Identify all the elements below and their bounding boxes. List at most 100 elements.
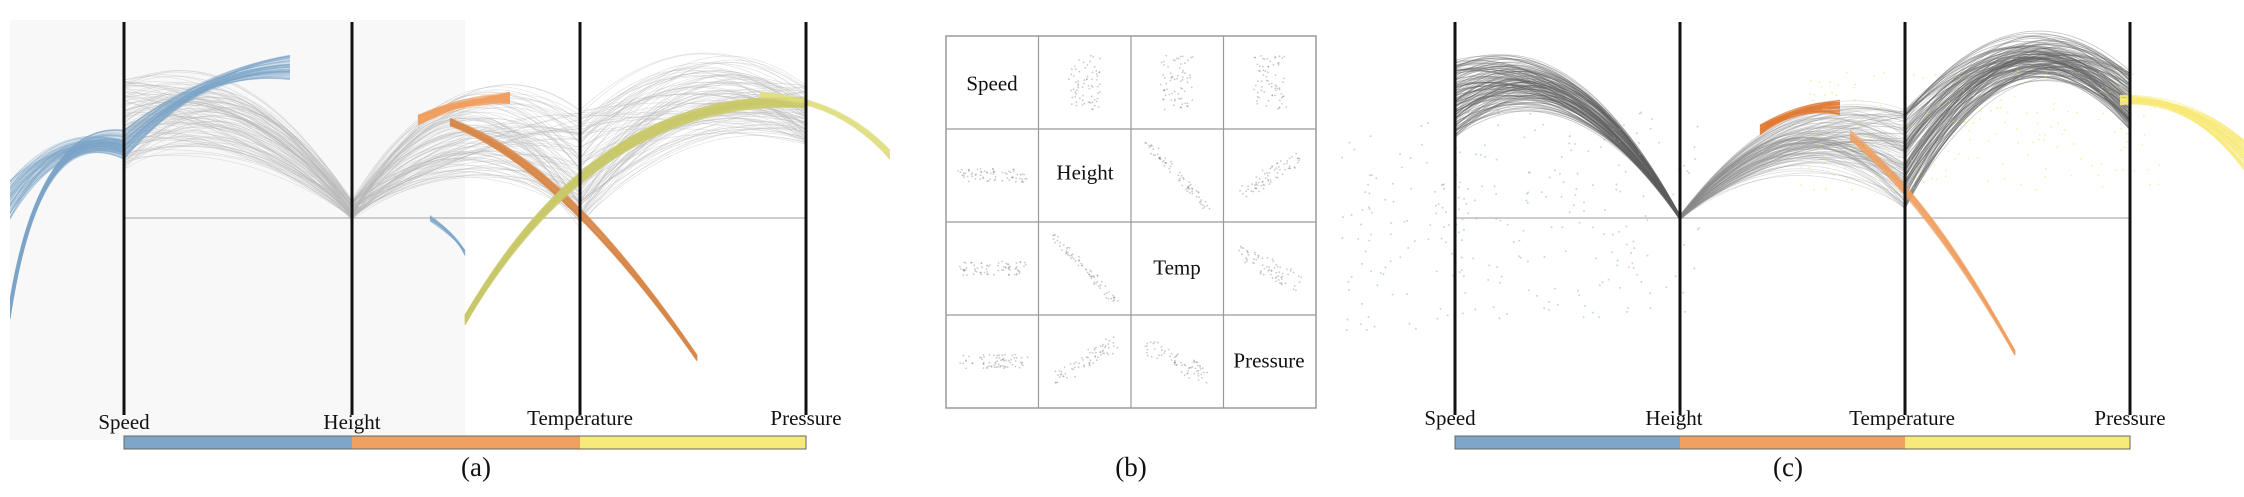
panel-c-curve-height-temp	[1679, 126, 1906, 217]
panel-c-curve-height-temp	[1679, 139, 1906, 217]
panel-c-temp-point	[1990, 110, 1992, 112]
panel-a-curve-speed-height	[123, 121, 353, 205]
panel-c-speed-point	[1542, 123, 1545, 126]
panel-c-curve-height-temp	[1679, 144, 1906, 218]
panel-b-point	[998, 363, 1000, 366]
panel-c-curve-temp-pressure	[1904, 72, 2131, 169]
panel-c-temp-point	[1897, 156, 1900, 159]
panel-a-curve-temp-pressure	[579, 114, 807, 137]
panel-b-point	[1019, 177, 1021, 180]
panel-b-point	[1098, 285, 1100, 288]
panel-b-diag-pressure: Pressure	[1233, 348, 1305, 373]
panel-c-curve-temp-pressure	[1904, 66, 2131, 147]
panel-b-point	[979, 271, 982, 274]
panel-b-point	[1162, 159, 1165, 162]
panel-a-curve-height-temp	[351, 117, 581, 221]
panel-b-point	[1065, 252, 1067, 255]
panel-a-temp-bundle	[464, 97, 807, 323]
panel-a-curve-temp-pressure	[579, 70, 807, 125]
panel-a-curve-speed-height	[123, 136, 353, 212]
panel-c-curve-height-temp	[1679, 155, 1906, 219]
panel-a-speed-tail	[10, 144, 125, 200]
panel-b-point	[997, 365, 1000, 368]
panel-c-curve-height-temp	[1679, 152, 1906, 217]
panel-c-curve-temp-pressure	[1904, 56, 2131, 126]
panel-b-point	[1186, 190, 1189, 193]
panel-b-point	[1167, 65, 1169, 68]
panel-b-point	[1246, 258, 1248, 261]
panel-c-curve-height-temp	[1679, 134, 1906, 218]
panel-a-pressure-tail	[759, 96, 890, 153]
panel-b-point	[1026, 356, 1029, 359]
panel-b-point	[1284, 168, 1286, 171]
panel-c-curve-speed-height	[1454, 97, 1681, 216]
panel-b-point	[1009, 269, 1011, 271]
panel-b-point	[1170, 77, 1173, 79]
panel-c-height-tail	[1849, 134, 2016, 352]
panel-c-curve-height-temp	[1679, 149, 1906, 220]
panel-a-height-tail	[449, 119, 698, 360]
panel-c-curve-height-temp	[1679, 141, 1906, 216]
panel-a-curve-temp-pressure	[579, 95, 807, 114]
panel-b-point	[1009, 361, 1012, 364]
panel-b-point	[1184, 364, 1187, 367]
panel-a-speed-tail	[10, 148, 125, 210]
panel-c-temp-point	[2050, 125, 2053, 128]
panel-c-curve-temp-pressure	[1904, 51, 2131, 155]
panel-c-speed-point	[1435, 212, 1438, 215]
panel-a-speed-tail	[10, 142, 125, 189]
panel-c-curve-temp-pressure	[1904, 72, 2131, 169]
panel-b-point	[1281, 96, 1283, 99]
panel-a-temp-bundle	[464, 97, 807, 316]
panel-c-curve-temp-pressure	[1904, 70, 2131, 143]
panel-b-point	[1091, 78, 1093, 80]
panel-b-point	[999, 365, 1002, 368]
panel-c-temp-point	[2066, 110, 2069, 113]
panel-b-point	[964, 359, 967, 362]
panel-b-point	[1147, 144, 1150, 147]
panel-c-height-tail	[1849, 139, 2016, 355]
panel-a-temp-bundle	[464, 106, 807, 325]
panel-a-speed-tail	[10, 148, 125, 207]
panel-b-point	[980, 271, 982, 274]
panel-a-speed-tail	[10, 148, 125, 194]
panel-a-pressure-tail	[759, 94, 890, 156]
panel-c-speed-point	[1436, 317, 1439, 320]
panel-b-point	[1159, 158, 1161, 161]
panel-b-point	[1188, 377, 1191, 379]
panel-a-curve-temp-pressure	[579, 92, 807, 158]
panel-a-curve-speed-height	[123, 115, 353, 206]
panel-a-curve-height-temp	[351, 143, 581, 212]
panel-a-speed-tail	[10, 148, 125, 197]
panel-c-curve-speed-height	[1454, 92, 1681, 216]
panel-a-height-tail	[449, 121, 698, 356]
panel-b-point	[1164, 157, 1167, 160]
panel-c-curve-speed-height	[1454, 106, 1681, 216]
panel-a-curve-temp-pressure	[579, 104, 807, 133]
panel-a-speed-tail	[10, 150, 125, 214]
panel-c-speed-point	[1399, 153, 1402, 156]
panel-c-curve-temp-pressure	[1904, 68, 2131, 152]
panel-b-point	[962, 270, 965, 272]
panel-a-pressure-tail	[759, 96, 890, 152]
panel-c-temp-point	[2153, 107, 2156, 109]
panel-c-temp-point	[2126, 140, 2128, 143]
panel-c-curve-height-temp	[1679, 141, 1906, 217]
panel-a-curve-speed-height	[123, 129, 353, 212]
panel-b-point	[1112, 296, 1115, 299]
panel-b-point	[1259, 273, 1262, 275]
panel-b-point	[1078, 59, 1080, 61]
panel-b-point	[1149, 341, 1152, 344]
panel-a-height-tail	[449, 124, 698, 356]
panel-b-point	[1173, 104, 1175, 107]
panel-a-speed-fragment	[429, 220, 466, 251]
panel-b-point	[1177, 353, 1179, 355]
panel-a-pressure-tail	[759, 93, 890, 154]
panel-a-curve-temp-pressure	[579, 107, 807, 200]
panel-b-point	[1107, 297, 1110, 300]
panel-b-point	[1262, 187, 1265, 190]
panel-b-point	[1059, 241, 1062, 244]
panel-c-curve-height-temp	[1679, 141, 1906, 218]
panel-b-point	[1163, 352, 1166, 354]
panel-c-curve-speed-height	[1454, 86, 1681, 219]
